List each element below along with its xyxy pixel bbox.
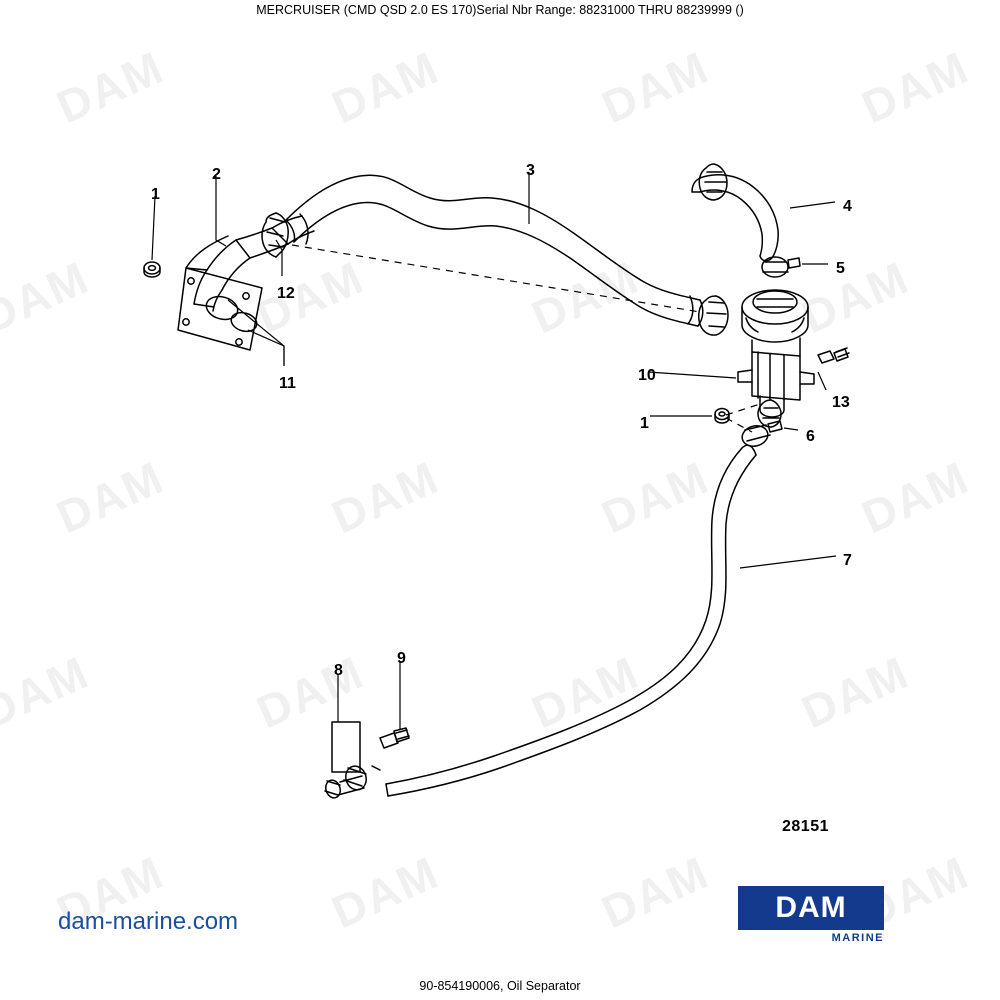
part-elbow-fitting bbox=[177, 215, 315, 351]
part-fitting-separator-outlet bbox=[757, 399, 782, 428]
part-clamp-12 bbox=[261, 212, 289, 258]
part-hose-3 bbox=[285, 174, 704, 327]
part-clamp-6 bbox=[741, 420, 783, 447]
part-screw-13 bbox=[817, 347, 850, 364]
part-oil-separator-10 bbox=[737, 289, 815, 418]
page-title: MERCRUISER (CMD QSD 2.0 ES 170)Serial Nb… bbox=[256, 3, 744, 17]
dam-logo: DAM bbox=[738, 886, 884, 930]
callout-number: 5 bbox=[836, 260, 845, 277]
callout-number: 13 bbox=[832, 394, 850, 411]
callout-number: 7 bbox=[843, 552, 852, 569]
leader-lines bbox=[151, 172, 837, 730]
callout-number: 1 bbox=[640, 415, 649, 432]
callout-number: 8 bbox=[334, 662, 343, 679]
callout-number: 4 bbox=[843, 198, 852, 215]
part-clamp-5 bbox=[761, 256, 801, 278]
callout-number: 12 bbox=[277, 285, 295, 302]
callout-number: 1 bbox=[151, 186, 160, 203]
part-hose-7 bbox=[385, 444, 757, 797]
part-clamp-hose3-right bbox=[698, 295, 729, 336]
callout-number: 11 bbox=[279, 375, 296, 392]
callout-number: 9 bbox=[397, 650, 406, 667]
alignment-dashed-lines bbox=[291, 244, 761, 433]
part-washer-left bbox=[143, 261, 161, 278]
callout-number: 3 bbox=[526, 162, 535, 179]
part-bracket-8 bbox=[331, 721, 361, 773]
dam-logo-subtext: MARINE bbox=[831, 932, 884, 944]
part-clamp-hose4-top bbox=[698, 163, 728, 201]
page-footer-title: 90-854190006, Oil Separator bbox=[419, 979, 581, 993]
site-link[interactable]: dam-marine.com bbox=[58, 908, 239, 935]
drawing-number: 28151 bbox=[782, 818, 829, 835]
part-hose-4 bbox=[691, 173, 779, 262]
callout-number: 6 bbox=[806, 428, 815, 445]
part-screw-9 bbox=[379, 727, 410, 749]
part-end-fitting-bottom bbox=[324, 775, 365, 799]
part-washer-center bbox=[714, 407, 730, 424]
callout-number: 10 bbox=[638, 367, 656, 384]
callout-number: 2 bbox=[212, 166, 221, 183]
